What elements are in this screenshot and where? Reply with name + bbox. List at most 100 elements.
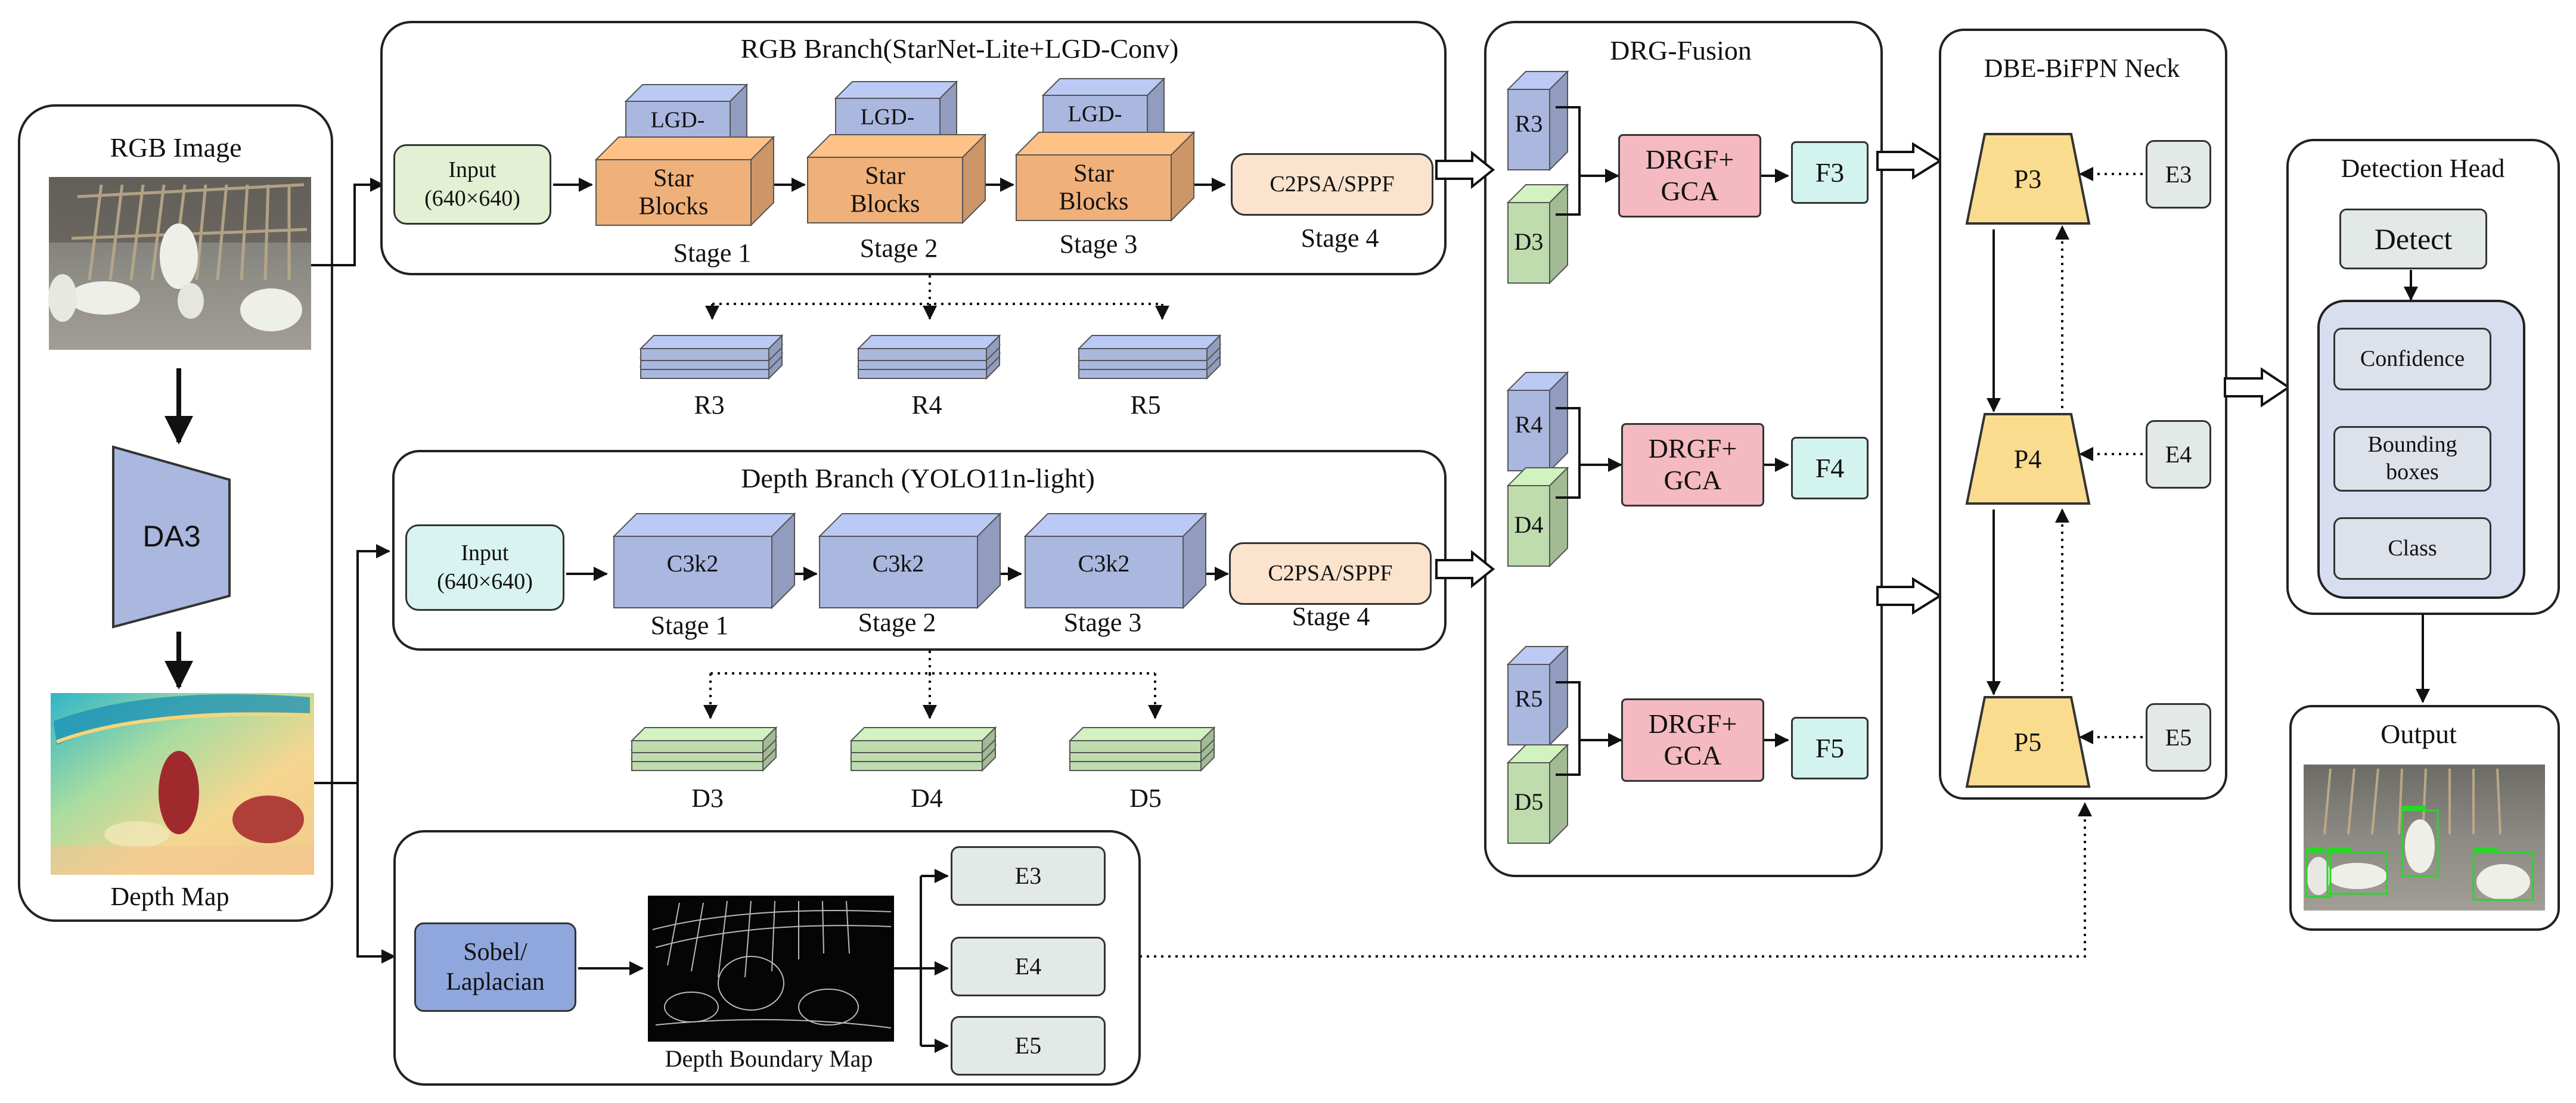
edge-branch-arrows bbox=[578, 869, 949, 1053]
fusion-depth-label-1: D3 bbox=[1514, 228, 1544, 255]
fusion-output-3: F5 bbox=[1791, 717, 1869, 779]
detection-head-title: Detection Head bbox=[2341, 154, 2505, 183]
drgf-gca-module-2: DRGF+GCA bbox=[1621, 423, 1764, 507]
drgf-line1-2: DRGF+ bbox=[1648, 433, 1737, 464]
fusion-rgb-label-3: R5 bbox=[1515, 685, 1543, 712]
depth-output-stack-2-layer-1 bbox=[849, 726, 997, 754]
fusion-depth-label-3: D5 bbox=[1514, 788, 1544, 815]
rgb-branch-title: RGB Branch(StarNet-Lite+LGD-Conv) bbox=[740, 33, 1179, 64]
drgf-line1-3: DRGF+ bbox=[1648, 709, 1737, 740]
depth-stage-2-label: Stage 2 bbox=[858, 608, 936, 637]
rgb-output-stack-1-layer-1 bbox=[639, 334, 784, 362]
fusion-rgb-label-1: R3 bbox=[1515, 110, 1543, 137]
depth-output-stack-1-layer-1 bbox=[630, 726, 778, 754]
fusion-merge-line-2 bbox=[1556, 407, 1581, 499]
star-blocks-2 bbox=[806, 133, 987, 225]
output-detection-image bbox=[2304, 765, 2545, 911]
fusion-depth-block-1 bbox=[1506, 183, 1569, 285]
neck-node-1-shape bbox=[1965, 133, 2091, 225]
depth-stage-1-label: Stage 1 bbox=[650, 611, 729, 640]
lgd-conv-label-line1-3: LGD- bbox=[1068, 102, 1122, 127]
fusion-rgb-block-1 bbox=[1506, 70, 1569, 172]
star-blocks-1 bbox=[594, 135, 775, 227]
edge-to-neck-connector bbox=[1140, 802, 2092, 958]
fusion-title: DRG-Fusion bbox=[1610, 35, 1752, 66]
neck-node-3-shape bbox=[1965, 696, 2091, 788]
rgb-branch-taps bbox=[705, 275, 1169, 320]
neck-to-head-arrow bbox=[2224, 367, 2291, 408]
edge-e5-box: E5 bbox=[951, 1016, 1106, 1076]
depth-boundary-map-label: Depth Boundary Map bbox=[665, 1045, 873, 1072]
detect-box: Detect bbox=[2339, 209, 2487, 269]
depth-input-box: Input(640×640) bbox=[405, 524, 564, 611]
fusion-depth-label-2: D4 bbox=[1514, 511, 1544, 538]
c3k2-block-1 bbox=[612, 512, 796, 610]
edge-e4-box: E4 bbox=[951, 937, 1106, 996]
fusion-output-2: F4 bbox=[1791, 437, 1869, 499]
rgb-photo bbox=[48, 177, 311, 350]
rgb-output-stack-3-layer-1 bbox=[1077, 334, 1222, 362]
star-blocks-label-line2-3: Blocks bbox=[1059, 188, 1129, 216]
star-blocks-label-line1-3: Star bbox=[1073, 160, 1114, 188]
depth-stage-3d-blocks: C3k2 C3k2 C3k2 bbox=[612, 512, 1208, 610]
edge-e3-box: E3 bbox=[951, 846, 1106, 906]
rgb-stage-3-label: Stage 3 bbox=[1059, 229, 1138, 259]
output-panel bbox=[2289, 705, 2560, 931]
r4-label: R4 bbox=[911, 390, 942, 420]
star-blocks-label-line2-1: Blocks bbox=[639, 193, 709, 220]
drgf-line1-1: DRGF+ bbox=[1645, 144, 1734, 175]
rgb-stage-1-label: Stage 1 bbox=[673, 238, 752, 268]
neck-title: DBE-BiFPN Neck bbox=[1984, 54, 2180, 83]
r3-label: R3 bbox=[694, 390, 725, 420]
c3k2-block-2 bbox=[818, 512, 1002, 610]
output-title: Output bbox=[2381, 719, 2457, 749]
depth-stage-4-label: Stage 4 bbox=[1292, 602, 1370, 631]
star-blocks-label-line1-2: Star bbox=[865, 163, 905, 190]
neck-edge-2-box: E4 bbox=[2146, 420, 2211, 489]
rgb-image-title: RGB Image bbox=[110, 132, 242, 163]
depth-branch-title: Depth Branch (YOLO11n-light) bbox=[741, 463, 1095, 493]
da3-encoder-shape bbox=[112, 445, 231, 629]
drgf-line2-3: GCA bbox=[1663, 740, 1722, 770]
branch-to-fusion-arrows bbox=[1435, 150, 1495, 589]
c3k2-block-3 bbox=[1023, 512, 1208, 610]
depth-branch-taps bbox=[703, 651, 1162, 719]
c3k2-label-1: C3k2 bbox=[667, 550, 719, 577]
d5-label: D5 bbox=[1129, 784, 1162, 813]
r5-label: R5 bbox=[1130, 390, 1161, 420]
fusion-rgb-block-3 bbox=[1506, 645, 1569, 747]
neck-node-2-label: P4 bbox=[2014, 445, 2041, 474]
c3k2-label-2: C3k2 bbox=[873, 550, 924, 577]
depth-output-stacks bbox=[630, 726, 1216, 772]
drgf-line2-2: GCA bbox=[1663, 465, 1722, 495]
fusion-rgb-block-2 bbox=[1506, 371, 1569, 473]
drgf-line2-1: GCA bbox=[1661, 176, 1719, 206]
depth-boundary-map-image bbox=[648, 896, 894, 1042]
depth-c2psa-box: C2PSA/SPPF bbox=[1229, 542, 1432, 605]
d3-label: D3 bbox=[691, 784, 724, 813]
c3k2-label-3: C3k2 bbox=[1078, 550, 1130, 577]
rgb-input-box: Input(640×640) bbox=[393, 144, 551, 225]
rgb-stage-2-label: Stage 2 bbox=[859, 234, 938, 263]
class-box: Class bbox=[2333, 517, 2491, 580]
depth-stage-3-label: Stage 3 bbox=[1063, 608, 1142, 637]
confidence-box: Confidence bbox=[2333, 328, 2491, 390]
rgb-stage-3d-blocks: LGD-ConvStarBlocksLGD-ConvStarBlocksLGD-… bbox=[594, 77, 1196, 227]
fusion-depth-block-2 bbox=[1506, 466, 1569, 568]
sobel-laplacian-box: Sobel/Laplacian bbox=[414, 922, 576, 1012]
depth-map-label: Depth Map bbox=[110, 882, 229, 911]
lgd-conv-label-line1-1: LGD- bbox=[651, 108, 705, 133]
depth-map-image bbox=[51, 693, 314, 875]
neck-bifpn-links bbox=[1987, 225, 2069, 695]
image-connectors bbox=[311, 178, 396, 964]
neck-edge-3-box: E5 bbox=[2146, 703, 2211, 772]
fusion-rgb-label-2: R4 bbox=[1515, 411, 1543, 438]
neck-node-1-label: P3 bbox=[2014, 164, 2041, 194]
da3-label: DA3 bbox=[142, 520, 201, 553]
star-blocks-3 bbox=[1014, 131, 1196, 222]
rgb-c2psa-box: C2PSA/SPPF bbox=[1231, 153, 1433, 216]
